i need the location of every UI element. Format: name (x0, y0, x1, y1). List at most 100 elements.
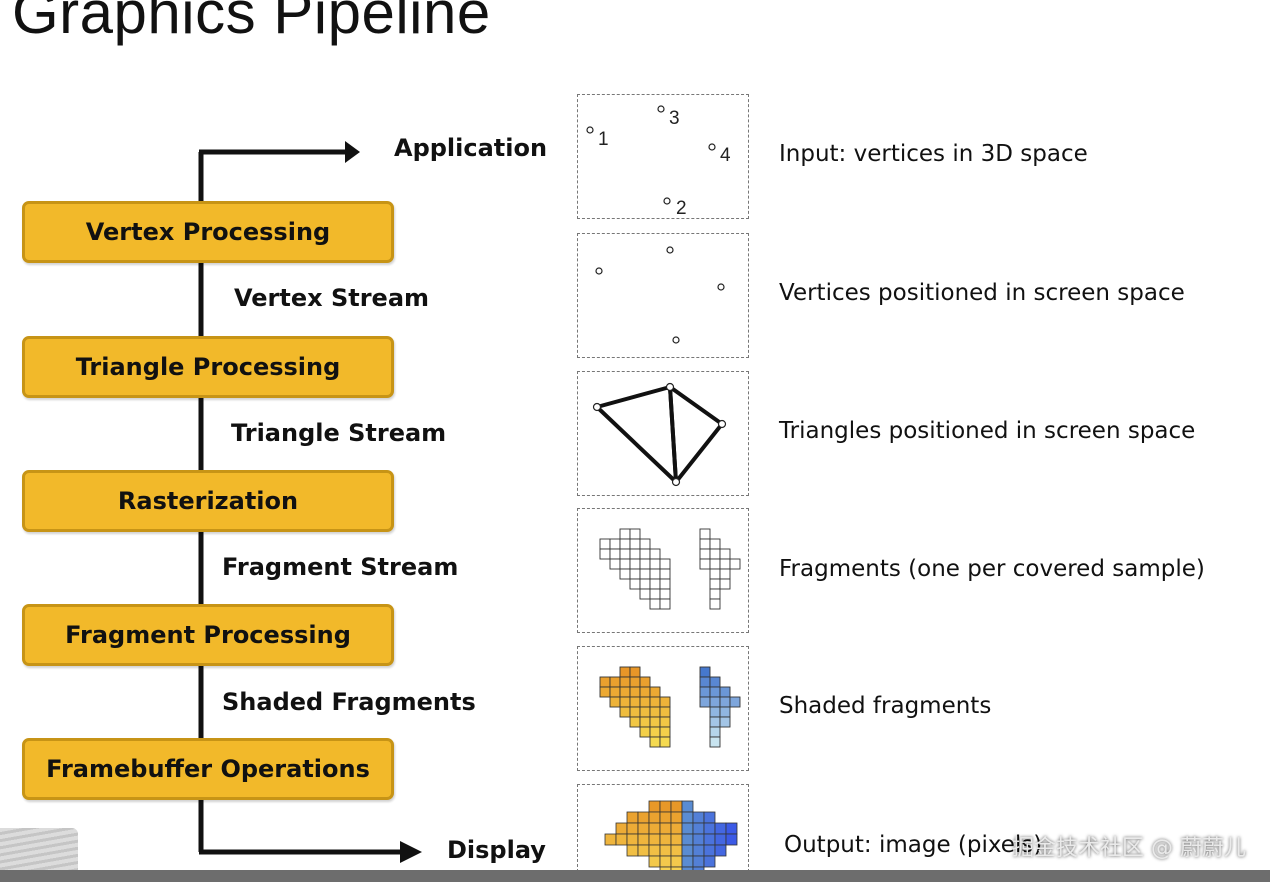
video-progress-bar[interactable] (0, 870, 1270, 882)
panel-output-image (577, 784, 749, 882)
vertex-point (586, 126, 594, 134)
fragment-cell (629, 578, 641, 590)
fragment-cell (639, 726, 651, 738)
output-pixel (692, 811, 705, 824)
fragment-cell (709, 568, 721, 580)
fragment-cell (699, 686, 711, 698)
output-pixel (637, 833, 650, 846)
fragment-cell (729, 558, 741, 570)
vertex-number: 4 (720, 145, 731, 166)
fragment-cell (659, 706, 671, 718)
fragment-cell (659, 568, 671, 580)
vertex-point (708, 143, 716, 151)
stage-label: Rasterization (117, 487, 299, 515)
stream-shaded-fragments: Shaded Fragments (222, 688, 476, 716)
fragment-cell (659, 598, 671, 610)
fragment-cell (629, 528, 641, 540)
description-fragments: Fragments (one per covered sample) (779, 556, 1205, 582)
fragment-cell (619, 686, 631, 698)
fragment-cell (609, 676, 621, 688)
fragment-cell (639, 538, 651, 550)
output-pixel (670, 811, 683, 824)
fragment-cell (659, 558, 671, 570)
output-pixel (626, 811, 639, 824)
fragment-cell (639, 676, 651, 688)
fragment-cell (649, 736, 661, 748)
application-label: Application (394, 134, 548, 162)
fragment-cell (709, 558, 721, 570)
fragment-cell (649, 548, 661, 560)
fragment-cell (599, 676, 611, 688)
vertex-number: 2 (676, 198, 687, 219)
output-pixel (714, 822, 727, 835)
panel-triangles (577, 371, 749, 496)
fragment-cell (699, 538, 711, 550)
fragment-cell (649, 598, 661, 610)
output-pixel (670, 822, 683, 835)
output-pixel (692, 844, 705, 857)
fragment-cell (709, 726, 721, 738)
output-pixel (681, 844, 694, 857)
fragment-cell (629, 558, 641, 570)
description-input: Input: vertices in 3D space (779, 141, 1088, 167)
vertex-point (717, 283, 725, 291)
fragment-cell (629, 538, 641, 550)
output-pixel (648, 855, 661, 868)
fragment-cell (709, 716, 721, 728)
vertex-point (666, 246, 674, 254)
fragment-cell (639, 686, 651, 698)
fragment-cell (649, 578, 661, 590)
output-pixel (637, 822, 650, 835)
fragment-cell (619, 548, 631, 560)
description-triangles: Triangles positioned in screen space (779, 418, 1196, 444)
fragment-cell (639, 696, 651, 708)
output-pixel (626, 833, 639, 846)
output-pixel (659, 811, 672, 824)
fragment-cell (619, 568, 631, 580)
output-pixel (659, 844, 672, 857)
fragment-cell (599, 548, 611, 560)
fragment-cell (639, 558, 651, 570)
output-pixel (692, 822, 705, 835)
display-label: Display (447, 836, 546, 864)
fragment-cell (719, 716, 731, 728)
fragment-cell (629, 548, 641, 560)
fragment-cell (619, 666, 631, 678)
fragment-cell (599, 686, 611, 698)
fragment-cell (599, 538, 611, 550)
stage-label: Fragment Processing (65, 621, 351, 649)
output-pixel (670, 855, 683, 868)
panel-fragments (577, 508, 749, 633)
fragment-cell (629, 676, 641, 688)
vertex-point (665, 382, 675, 392)
stage-triangle-processing: Triangle Processing (22, 336, 394, 398)
output-pixel (692, 855, 705, 868)
stage-vertex-processing: Vertex Processing (22, 201, 394, 263)
panel-shaded-fragments (577, 646, 749, 771)
vertex-point (717, 419, 727, 429)
stage-label: Vertex Processing (85, 218, 331, 246)
output-pixel (637, 844, 650, 857)
output-pixel (714, 833, 727, 846)
stage-label: Framebuffer Operations (46, 755, 370, 783)
fragment-cell (619, 676, 631, 688)
fragment-cell (639, 706, 651, 718)
output-pixel (703, 844, 716, 857)
fragment-cell (659, 578, 671, 590)
output-pixel (615, 833, 628, 846)
output-pixel (703, 811, 716, 824)
fragment-cell (639, 588, 651, 600)
description-output: Output: image (pixels) (784, 832, 1043, 858)
output-pixel (692, 833, 705, 846)
fragment-cell (609, 538, 621, 550)
output-pixel (648, 833, 661, 846)
output-pixel (670, 833, 683, 846)
fragment-cell (699, 548, 711, 560)
output-pixel (670, 800, 683, 813)
fragment-cell (639, 548, 651, 560)
fragment-cell (619, 696, 631, 708)
description-screen-vertices: Vertices positioned in screen space (779, 280, 1185, 306)
output-pixel (703, 833, 716, 846)
fragment-cell (649, 686, 661, 698)
fragment-cell (649, 726, 661, 738)
